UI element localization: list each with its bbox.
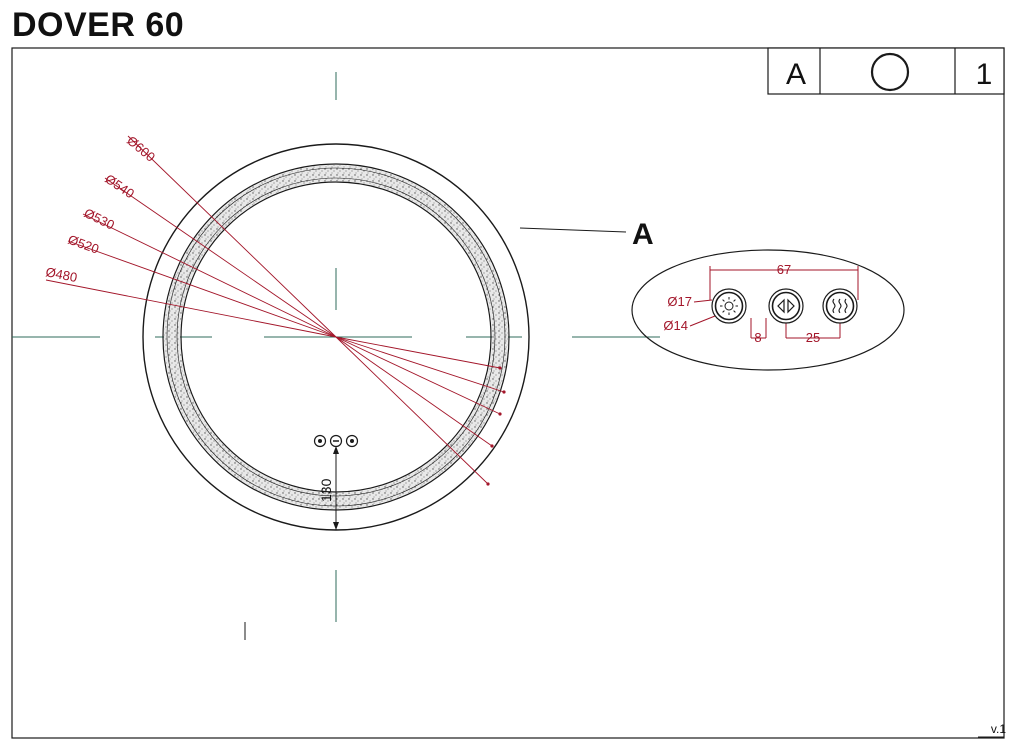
title-block-letter: A <box>786 58 806 91</box>
dimension-25-label: 25 <box>806 330 820 345</box>
diameter-label-530: Ø530 <box>82 205 117 232</box>
circle-icon <box>870 52 910 92</box>
detail-ellipse <box>631 249 905 371</box>
drawing-frame <box>11 47 1005 739</box>
diameter-17-label: Ø17 <box>667 294 692 309</box>
heat-waves-button <box>822 288 858 324</box>
dimension-8-25 <box>750 318 841 339</box>
dimension-67 <box>709 266 859 300</box>
diameter-14-leader <box>689 315 716 327</box>
detail-leader-line <box>519 227 627 233</box>
vertical-dimension-label: 130 <box>318 478 334 502</box>
sun-icon <box>720 297 738 315</box>
detail-a-panel: 67 8 25 Ø17 Ø14 <box>631 249 905 371</box>
heat-waves-icon <box>832 298 848 314</box>
leader-arrowheads <box>486 366 506 486</box>
version-label: v.1 <box>990 722 1006 736</box>
title-block: A 1 <box>767 47 1005 95</box>
arrows-icon <box>777 298 795 314</box>
diameter-14-label: Ø14 <box>663 318 688 333</box>
diameter-leaders <box>45 135 505 485</box>
diameter-label-480: Ø480 <box>44 264 78 285</box>
page-title: DOVER 60 <box>12 6 185 44</box>
arrows-button <box>768 288 804 324</box>
mirror-control-buttons <box>313 434 359 448</box>
sun-button <box>711 288 747 324</box>
center-lines <box>12 72 660 622</box>
vertical-dimension: 130 <box>318 446 339 530</box>
diameter-label-520: Ø520 <box>66 232 101 257</box>
diameter-17-leader <box>693 299 713 303</box>
dimension-67-label: 67 <box>777 262 791 277</box>
dimension-8-label: 8 <box>754 330 761 345</box>
title-block-number: 1 <box>976 58 993 91</box>
detail-label: A <box>632 218 654 251</box>
